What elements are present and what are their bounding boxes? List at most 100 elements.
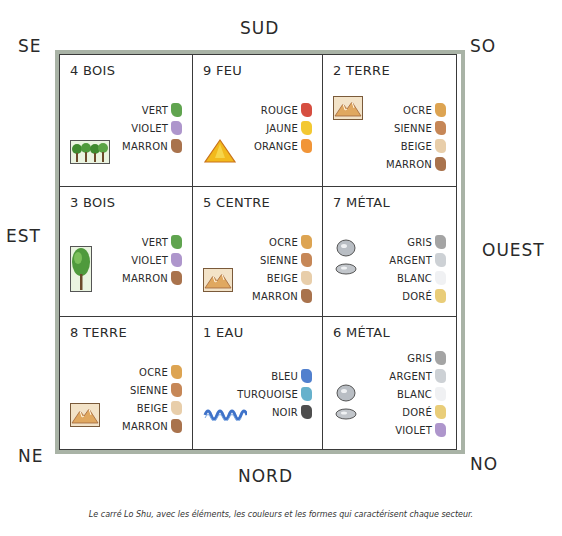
compass-label: OUEST xyxy=(482,240,545,260)
colour-list: GRIS ARGENT BLANC DORÉ VIOLET xyxy=(389,349,446,439)
colour-swatch xyxy=(301,387,312,401)
colour-word: BLANC xyxy=(397,273,432,284)
compass-label: SE xyxy=(18,36,42,56)
compass-label: NO xyxy=(470,454,498,474)
colour-list: VERT VIOLET MARRON xyxy=(122,233,182,287)
colour-swatch xyxy=(301,121,312,135)
colour-word: BEIGE xyxy=(401,141,432,152)
colour-swatch xyxy=(171,419,182,433)
colour-word: ORANGE xyxy=(254,141,298,152)
colour-swatch xyxy=(435,351,446,365)
colour-swatch xyxy=(435,253,446,267)
colour-word: SIENNE xyxy=(394,123,432,134)
colour-row: VIOLET xyxy=(389,421,446,439)
colour-list: OCRE SIENNE BEIGE MARRON xyxy=(122,363,182,435)
colour-word: MARRON xyxy=(252,291,298,302)
colour-row: ARGENT xyxy=(389,367,446,385)
colour-swatch xyxy=(301,405,312,419)
element-icon xyxy=(203,268,233,296)
colour-swatch xyxy=(171,139,182,153)
colour-word: VIOLET xyxy=(395,425,432,436)
colour-swatch xyxy=(171,253,182,267)
colour-row: TURQUOISE xyxy=(237,385,312,403)
colour-word: ARGENT xyxy=(389,371,432,382)
colour-row: VIOLET xyxy=(122,119,182,137)
colour-word: MARRON xyxy=(122,141,168,152)
lo-shu-cell: 4 BOISVERTVIOLETMARRON xyxy=(59,54,193,187)
colour-word: GRIS xyxy=(407,237,432,248)
colour-list: VERTVIOLETMARRON xyxy=(122,101,182,155)
colour-swatch xyxy=(171,235,182,249)
colour-row: JAUNE xyxy=(254,119,312,137)
colour-row: ORANGE xyxy=(254,137,312,155)
colour-word: DORÉ xyxy=(402,291,432,302)
colour-list: GRISARGENTBLANCDORÉ xyxy=(389,233,446,305)
colour-word: NOIR xyxy=(272,407,298,418)
colour-row: BLANC xyxy=(389,385,446,403)
compass-label: EST xyxy=(6,226,41,246)
colour-row: BEIGE xyxy=(252,269,312,287)
element-icon xyxy=(70,140,110,168)
colour-swatch xyxy=(301,271,312,285)
element-icon xyxy=(203,405,247,425)
colour-row: MARRON xyxy=(122,137,182,155)
cell-heading: 7 MÉTAL xyxy=(333,195,390,210)
colour-row: MARRON xyxy=(386,155,446,173)
lo-shu-cell: 9 FEUROUGEJAUNEORANGE xyxy=(192,54,323,187)
lo-shu-cell: 6 MÉTAL GRIS ARGENT BLANC DORÉ VIOLET xyxy=(322,316,457,450)
compass-label: NORD xyxy=(238,466,293,486)
colour-swatch xyxy=(301,139,312,153)
colour-word: JAUNE xyxy=(266,123,298,134)
cell-heading: 3 BOIS xyxy=(70,195,115,210)
colour-row: DORÉ xyxy=(389,287,446,305)
colour-row: MARRON xyxy=(122,417,182,435)
colour-row: OCRE xyxy=(122,363,182,381)
colour-row: DORÉ xyxy=(389,403,446,421)
colour-row: GRIS xyxy=(389,349,446,367)
colour-swatch xyxy=(171,271,182,285)
colour-word: GRIS xyxy=(407,353,432,364)
colour-word: BEIGE xyxy=(137,403,168,414)
colour-word: TURQUOISE xyxy=(237,389,298,400)
element-icon xyxy=(70,403,100,431)
colour-row: VIOLET xyxy=(122,251,182,269)
colour-word: OCRE xyxy=(403,105,432,116)
colour-swatch xyxy=(435,423,446,437)
colour-word: VERT xyxy=(142,237,168,248)
colour-word: VIOLET xyxy=(131,255,168,266)
caption: Le carré Lo Shu, avec les éléments, les … xyxy=(0,510,562,519)
colour-word: OCRE xyxy=(139,367,168,378)
colour-word: BEIGE xyxy=(267,273,298,284)
colour-swatch xyxy=(301,253,312,267)
compass-label: SUD xyxy=(240,18,279,38)
colour-row: SIENNE xyxy=(386,119,446,137)
colour-row: GRIS xyxy=(389,233,446,251)
colour-swatch xyxy=(435,369,446,383)
colour-row: SIENNE xyxy=(122,381,182,399)
colour-list: OCRESIENNEBEIGEMARRON xyxy=(252,233,312,305)
colour-swatch xyxy=(171,103,182,117)
element-icon xyxy=(70,246,92,296)
lo-shu-cell: 5 CENTREOCRESIENNEBEIGEMARRON xyxy=(192,186,323,317)
colour-swatch xyxy=(435,157,446,171)
colour-word: DORÉ xyxy=(402,407,432,418)
lo-shu-cell: 1 EAUBLEUTURQUOISENOIR xyxy=(192,316,323,450)
colour-swatch xyxy=(435,121,446,135)
cell-heading: 5 CENTRE xyxy=(203,195,270,210)
colour-swatch xyxy=(435,271,446,285)
cell-heading: 6 MÉTAL xyxy=(333,325,390,340)
colour-swatch xyxy=(171,121,182,135)
colour-word: MARRON xyxy=(122,273,168,284)
colour-swatch xyxy=(435,139,446,153)
colour-word: ROUGE xyxy=(261,105,298,116)
colour-row: BLEU xyxy=(237,367,312,385)
colour-swatch xyxy=(435,235,446,249)
colour-list: BLEU TURQUOISE NOIR xyxy=(237,367,312,421)
compass-label: NE xyxy=(18,446,43,466)
colour-row: OCRE xyxy=(386,101,446,119)
colour-word: BLEU xyxy=(271,371,298,382)
colour-row: VERT xyxy=(122,233,182,251)
colour-list: OCRE SIENNE BEIGE MARRON xyxy=(386,101,446,173)
colour-swatch xyxy=(435,103,446,117)
colour-row: ROUGE xyxy=(254,101,312,119)
